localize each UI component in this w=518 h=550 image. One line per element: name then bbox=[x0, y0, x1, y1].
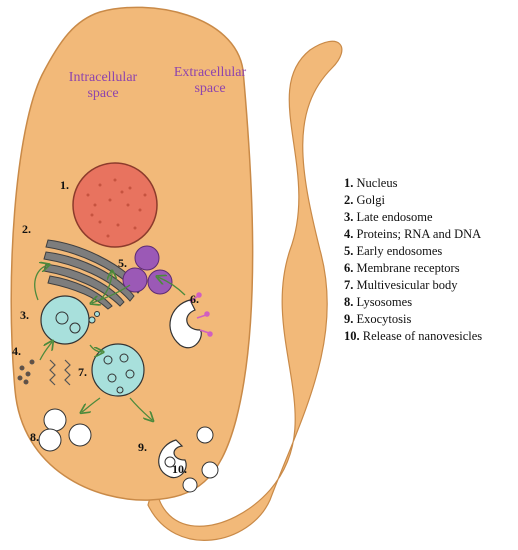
marker-2: 2. bbox=[22, 222, 31, 236]
marker-4: 4. bbox=[12, 344, 21, 358]
marker-8: 8. bbox=[30, 430, 39, 444]
nucleus-organelle bbox=[72, 162, 158, 248]
nanovesicles bbox=[182, 426, 219, 493]
multivesicular-body bbox=[91, 343, 145, 397]
legend-item-2: 2. Golgi bbox=[344, 193, 385, 207]
marker-1: 1. bbox=[60, 178, 69, 192]
legend-item-8: 8. Lysosomes bbox=[344, 295, 413, 309]
legend-item-4: 4. Proteins; RNA and DNA bbox=[344, 227, 482, 241]
exocytosis bbox=[158, 439, 187, 479]
flagellum bbox=[147, 40, 343, 541]
legend-item-5: 5. Early endosomes bbox=[344, 244, 443, 258]
membrane-receptors bbox=[169, 292, 213, 349]
legend-item-3: 3. Late endosome bbox=[344, 210, 433, 224]
marker-9: 9. bbox=[138, 440, 147, 454]
legend: 1. Nucleus 2. Golgi 3. Late endosome 4. … bbox=[344, 175, 516, 345]
marker-6: 6. bbox=[190, 292, 199, 306]
extracellular-line-1: Extracellular bbox=[173, 65, 247, 80]
legend-item-9: 9. Exocytosis bbox=[344, 312, 412, 326]
intracellular-line-1: Intracellular bbox=[68, 70, 138, 85]
legend-item-7: 7. Multivesicular body bbox=[344, 278, 458, 292]
marker-5: 5. bbox=[118, 256, 127, 270]
extracellular-label: Extracellular space bbox=[160, 65, 260, 97]
extracellular-line-2: space bbox=[194, 81, 226, 96]
marker-7: 7. bbox=[78, 365, 87, 379]
golgi-organelle bbox=[43, 239, 143, 310]
lysosomes bbox=[38, 408, 92, 452]
late-endosome bbox=[40, 295, 100, 345]
marker-10: 10. bbox=[172, 462, 187, 476]
cell-body bbox=[10, 6, 254, 501]
marker-3: 3. bbox=[20, 308, 29, 322]
legend-item-10: 10. Release of nanovesicles bbox=[344, 329, 483, 343]
proteins-rna-dna bbox=[17, 359, 71, 386]
intracellular-label: Intracellular space bbox=[60, 70, 146, 102]
legend-item-6: 6. Membrane receptors bbox=[344, 261, 460, 275]
legend-item-1: 1. Nucleus bbox=[344, 176, 398, 190]
pathway-arrows bbox=[34, 265, 186, 420]
intracellular-line-2: space bbox=[87, 86, 119, 101]
